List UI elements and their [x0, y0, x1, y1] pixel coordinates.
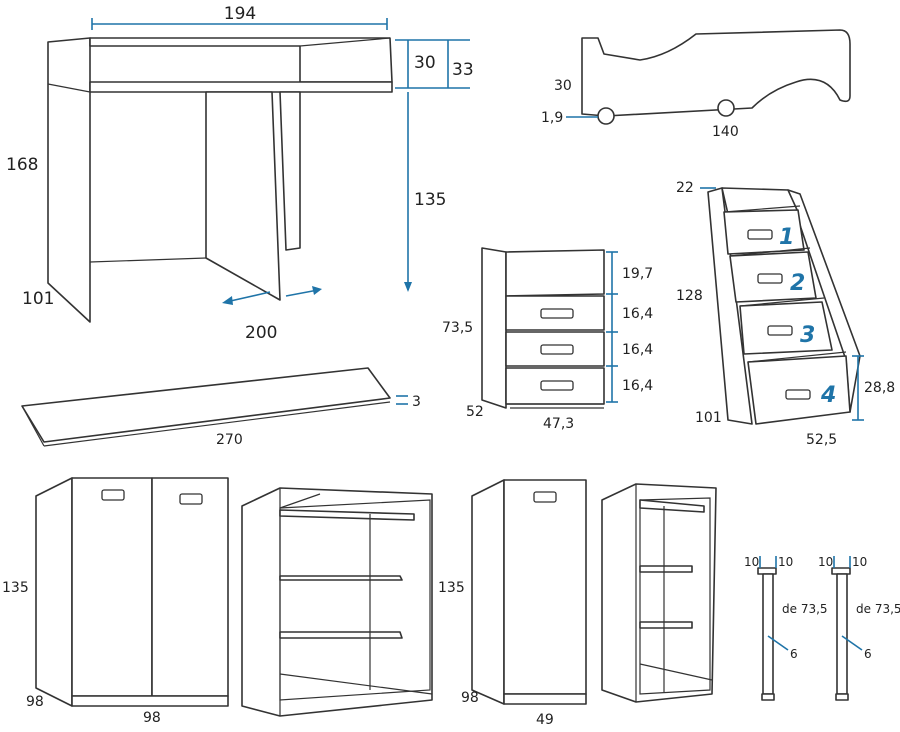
leg-a-foot	[761, 693, 775, 701]
wardrobe-small-side	[471, 479, 505, 705]
rail-wheel-left	[597, 107, 615, 125]
rail-wheel-right	[717, 99, 735, 117]
stair-step-1-handle-icon	[747, 229, 773, 240]
wardrobe-small-width: 49	[536, 712, 554, 728]
wardrobe-large-depth: 98	[26, 694, 44, 710]
drawer-unit-section-2: 16,4	[622, 306, 653, 322]
leg-b-length: de 73,5	[856, 602, 900, 616]
wardrobe-small-shelf-2	[639, 621, 693, 629]
leg-b-tube	[836, 573, 848, 695]
rail-length-label: 140	[712, 124, 739, 140]
leg-a-top-plate	[757, 567, 777, 575]
leg-a-diameter: 6	[790, 647, 798, 661]
drawer-unit-height: 73,5	[442, 320, 473, 336]
leg-a-top-1: 10	[744, 555, 759, 569]
desk-drawing: 194 30 33 135 168 101 200	[6, 4, 474, 343]
leg-b: 10 10 de 73,5 6	[818, 555, 900, 701]
rail-profile	[581, 29, 851, 117]
drawer-3-handle-icon	[540, 380, 574, 391]
desk-center-panel	[205, 91, 281, 301]
wardrobe-large-open	[241, 487, 433, 717]
drawer-unit-section-4: 16,4	[622, 378, 653, 394]
wardrobe-small-height: 135	[438, 580, 465, 596]
rail-offset-label: 1,9	[541, 110, 563, 126]
stair-step-number-3: 3	[800, 323, 815, 348]
drawer-unit-width: 47,3	[543, 416, 574, 432]
drawer-unit-section-1: 19,7	[622, 266, 653, 282]
stair-step-3-handle-icon	[767, 325, 793, 336]
leg-b-top-plate	[831, 567, 851, 575]
wardrobe-small-closed: 135 98 49	[438, 479, 587, 728]
wardrobe-large-door-left	[71, 477, 153, 697]
rail-drawing: 30 1,9 140	[541, 29, 851, 140]
wardrobe-large-door-right	[151, 477, 229, 697]
leg-a-top-2: 10	[778, 555, 793, 569]
leg-b-foot	[835, 693, 849, 701]
desk-top-height-2: 33	[452, 60, 474, 80]
drawer-2-handle-icon	[540, 344, 574, 355]
drawer-unit-depth: 52	[466, 404, 484, 420]
wardrobe-large-rail	[279, 509, 415, 521]
wardrobe-large-shelf-1	[279, 575, 403, 581]
stair-width-label: 52,5	[806, 432, 837, 448]
drawer-unit-open-shelf	[505, 249, 605, 297]
board-length-label: 270	[216, 432, 243, 448]
leg-a: 10 10 de 73,5 6	[744, 555, 828, 701]
leg-b-top-2: 10	[852, 555, 867, 569]
desk-back-panel	[279, 91, 301, 251]
drawer-unit-section-3: 16,4	[622, 342, 653, 358]
stair-drawing: 1 2 3 4 22 128 101 52,5 28,8	[676, 180, 895, 448]
wardrobe-small-door	[503, 479, 587, 695]
leg-b-diameter: 6	[864, 647, 872, 661]
wardrobe-small-rail	[639, 499, 705, 513]
leg-a-tube	[762, 573, 774, 695]
stair-step-number-2: 2	[790, 271, 805, 296]
wardrobe-small-base	[503, 693, 587, 705]
stair-step-height-label: 28,8	[864, 380, 895, 396]
board-drawing: 3 270	[21, 367, 421, 448]
desk-shelf-back	[89, 37, 393, 83]
wardrobe-large-shelf-2	[279, 631, 403, 639]
wardrobe-small-depth: 98	[461, 690, 479, 706]
stair-step-number-4: 4	[820, 383, 836, 408]
wardrobe-large-side	[35, 477, 73, 707]
desk-left-panel	[47, 37, 91, 323]
stair-step-number-1: 1	[779, 225, 794, 250]
board-plank	[21, 367, 391, 443]
leg-b-top-1: 10	[818, 555, 833, 569]
stair-top-label: 22	[676, 180, 694, 196]
stair-right-stringer	[787, 189, 861, 413]
drawer-1-handle-icon	[540, 308, 574, 319]
drawer-unit-drawing: 19,7 16,4 16,4 16,4 73,5 52 47,3	[442, 247, 653, 432]
wardrobe-large-base	[71, 695, 229, 707]
desk-length-label: 200	[245, 323, 277, 343]
wardrobe-large-height: 135	[2, 580, 29, 596]
desk-top	[89, 81, 393, 93]
rail-height-label: 30	[554, 78, 572, 94]
wardrobe-large-right-handle-icon	[179, 493, 203, 505]
wardrobe-small-open-shell	[601, 483, 717, 703]
desk-width-label: 194	[224, 4, 256, 24]
wardrobe-small-shelf-1	[639, 565, 693, 573]
leg-a-length: de 73,5	[782, 602, 828, 616]
stair-height-label: 128	[676, 288, 703, 304]
stair-step-4-handle-icon	[785, 389, 811, 400]
wardrobe-large-closed: 135 98 98	[2, 477, 229, 726]
wardrobe-small-handle-icon	[533, 491, 557, 503]
board-thickness-label: 3	[412, 394, 421, 410]
stair-left-stringer	[707, 187, 753, 425]
wardrobe-large-width: 98	[143, 710, 161, 726]
desk-leg-height: 135	[414, 190, 446, 210]
drawer-unit-side	[481, 247, 507, 409]
wardrobe-small-open	[601, 483, 717, 703]
desk-depth-label: 101	[22, 289, 54, 309]
desk-top-height-1: 30	[414, 53, 436, 73]
stair-depth-label: 101	[695, 410, 722, 426]
wardrobe-large-left-handle-icon	[101, 489, 125, 501]
stair-step-2-handle-icon	[757, 273, 783, 284]
desk-height-label: 168	[6, 155, 38, 175]
